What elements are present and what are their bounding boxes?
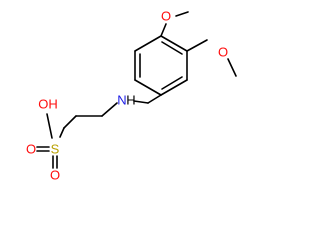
amine-hydrogen-label: H (126, 93, 135, 108)
sulfonyl-oxygen-bottom-label: O (50, 168, 60, 183)
bond-s-oh (46, 113, 53, 139)
ring-double-bond-2 (161, 76, 183, 90)
bond-c3-s (59, 127, 65, 138)
hydroxyl-label: OH (38, 97, 58, 112)
bond-c2-c3 (63, 115, 77, 129)
bond-n-c1 (101, 102, 118, 117)
bond-ring-ch2 (147, 94, 162, 104)
amine-nitrogen-label: N (117, 93, 126, 108)
bond-methyl-top (175, 11, 189, 17)
ring-bond-4 (134, 79, 162, 96)
bond-ring-o-right (186, 39, 208, 52)
ring-double-bond-1 (161, 41, 183, 55)
bond-o-methyl-right (227, 58, 237, 77)
ring-bond-6 (134, 35, 162, 52)
bond-o-ring-top (160, 23, 167, 37)
sulfonyl-oxygen-left-label: O (26, 142, 36, 157)
ring-bond-3 (160, 79, 188, 96)
methoxy-top-oxygen-label: O (161, 9, 171, 24)
bond-ch2-n (133, 100, 149, 104)
chemical-structure: O O N H OH S O O (26, 9, 237, 183)
methoxy-right-oxygen-label: O (218, 45, 228, 60)
ring-bond-1 (160, 35, 188, 52)
sulfur-label: S (51, 142, 60, 157)
